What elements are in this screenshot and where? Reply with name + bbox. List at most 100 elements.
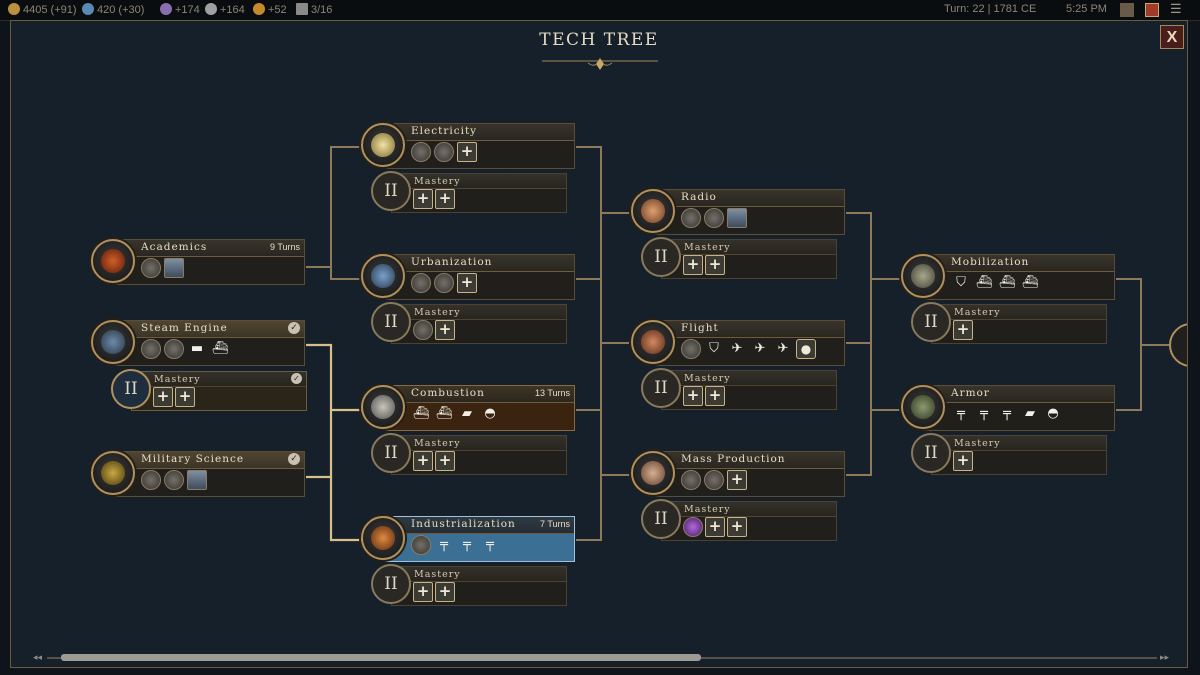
building-icon[interactable]	[704, 470, 724, 490]
building-icon[interactable]	[164, 470, 184, 490]
shield-icon[interactable]: ⛉	[956, 275, 966, 290]
helmet-icon[interactable]: ◓	[484, 406, 496, 421]
train-icon[interactable]: ▬	[190, 341, 204, 356]
building-icon[interactable]	[411, 273, 431, 293]
wonder-icon[interactable]	[164, 258, 184, 278]
culture-readout[interactable]: +174	[160, 3, 200, 16]
unlock-list: +	[411, 142, 480, 164]
ship-icon[interactable]: ⛴	[211, 341, 229, 356]
building-icon[interactable]	[681, 208, 701, 228]
plus-icon[interactable]: +	[435, 451, 455, 471]
completed-check-icon: ✓	[291, 373, 302, 384]
plus-icon[interactable]: +	[705, 255, 725, 275]
happiness-readout[interactable]: +52	[253, 3, 287, 16]
building-icon[interactable]	[141, 258, 161, 278]
music-readout[interactable]: +164	[205, 3, 245, 16]
plus-icon[interactable]: +	[705, 386, 725, 406]
mastery-tier-icon: II	[371, 302, 411, 342]
relic-icon[interactable]	[683, 517, 703, 537]
flight-portrait	[631, 320, 675, 364]
lightbulb-icon	[371, 133, 395, 157]
building-icon[interactable]	[681, 470, 701, 490]
plus-icon[interactable]: +	[435, 320, 455, 340]
building-icon[interactable]	[411, 142, 431, 162]
building-icon[interactable]	[681, 339, 701, 359]
building-icon[interactable]	[434, 142, 454, 162]
scroll-left-icon[interactable]: ◂◂	[33, 653, 43, 663]
scroll-right-icon[interactable]: ▸▸	[1159, 653, 1169, 663]
ship-icon[interactable]: ⛴	[975, 275, 993, 290]
wonder-icon[interactable]	[727, 208, 747, 228]
plus-icon[interactable]: +	[413, 582, 433, 602]
cities-readout[interactable]: 3/16	[296, 3, 332, 16]
plus-icon[interactable]: +	[683, 386, 703, 406]
mastery-tier-icon: II	[371, 564, 411, 604]
ship-icon[interactable]: ⛴	[412, 406, 430, 421]
engine-icon	[101, 330, 125, 354]
plane-icon[interactable]: ✈	[731, 341, 743, 356]
engine-icon	[371, 395, 395, 419]
ship-icon[interactable]: ⛴	[1021, 275, 1039, 290]
plus-icon[interactable]: +	[153, 387, 173, 407]
horizontal-scrollbar[interactable]: ◂◂ ▸▸	[33, 653, 1169, 663]
mastery-tier-icon: II	[371, 433, 411, 473]
plus-icon[interactable]: +	[683, 255, 703, 275]
mastery-label: Mastery	[684, 373, 731, 384]
mastery-label: Mastery	[154, 374, 201, 385]
plus-icon[interactable]: +	[705, 517, 725, 537]
plus-icon[interactable]: +	[727, 470, 747, 490]
tank-icon[interactable]: ▰	[462, 406, 472, 421]
wonder-icon[interactable]	[187, 470, 207, 490]
mastery-tier-icon: II	[641, 499, 681, 539]
plus-icon[interactable]: +	[727, 517, 747, 537]
tech-name: Steam Engine	[141, 322, 228, 334]
plane-icon[interactable]: ✈	[754, 341, 766, 356]
plus-icon[interactable]: +	[435, 582, 455, 602]
unlock-list: ╤ ╤ ╤ ▰ ◓	[951, 404, 1066, 426]
plus-icon[interactable]: +	[175, 387, 195, 407]
close-button[interactable]: X	[1160, 25, 1184, 49]
tank-icon[interactable]: ▰	[1025, 406, 1035, 421]
factory-icon	[371, 526, 395, 550]
ship-icon[interactable]: ⛴	[998, 275, 1016, 290]
plus-icon[interactable]: +	[457, 273, 477, 293]
plus-icon[interactable]: +	[457, 142, 477, 162]
building-icon[interactable]	[411, 535, 431, 555]
building-icon[interactable]	[704, 208, 724, 228]
menu-icon[interactable]: ☰	[1170, 1, 1182, 16]
notification-icon[interactable]	[1120, 3, 1134, 17]
help-icon[interactable]	[1145, 3, 1159, 17]
gun-icon[interactable]: ╤	[463, 537, 471, 552]
building-icon[interactable]	[164, 339, 184, 359]
gun-icon[interactable]: ╤	[440, 537, 448, 552]
plus-icon[interactable]: +	[413, 451, 433, 471]
lightbulb-icon[interactable]: ●	[796, 339, 816, 359]
gun-icon[interactable]: ╤	[980, 406, 988, 421]
building-icon[interactable]	[434, 273, 454, 293]
building-icon[interactable]	[413, 320, 433, 340]
shield-icon[interactable]: ⛉	[709, 341, 719, 356]
unlock-list: ++	[683, 517, 749, 537]
plus-icon[interactable]: +	[435, 189, 455, 209]
plus-icon[interactable]: +	[953, 320, 973, 340]
tech-name: Academics	[141, 241, 208, 253]
gun-icon[interactable]: ╤	[1003, 406, 1011, 421]
plus-icon[interactable]: +	[953, 451, 973, 471]
tank-icon	[911, 395, 935, 419]
gun-icon[interactable]: ╤	[957, 406, 965, 421]
gun-icon[interactable]: ╤	[486, 537, 494, 552]
unlock-list: ▬⛴	[141, 339, 233, 361]
unlock-list: +	[411, 273, 480, 295]
building-icon[interactable]	[141, 339, 161, 359]
plane-icon[interactable]: ✈	[777, 341, 789, 356]
science-readout[interactable]: 420 (+30)	[82, 3, 144, 16]
scroll-thumb[interactable]	[61, 654, 701, 661]
ship-icon[interactable]: ⛴	[435, 406, 453, 421]
resource-bar: 4405 (+91) 420 (+30) +174 +164 +52 3/16 …	[0, 0, 1200, 21]
plus-icon[interactable]: +	[413, 189, 433, 209]
building-icon[interactable]	[141, 470, 161, 490]
gold-readout[interactable]: 4405 (+91)	[8, 3, 77, 16]
helmet-icon[interactable]: ◓	[1047, 406, 1059, 421]
turns-remaining: 7 Turns	[539, 519, 570, 529]
tech-name: Mobilization	[951, 256, 1030, 268]
